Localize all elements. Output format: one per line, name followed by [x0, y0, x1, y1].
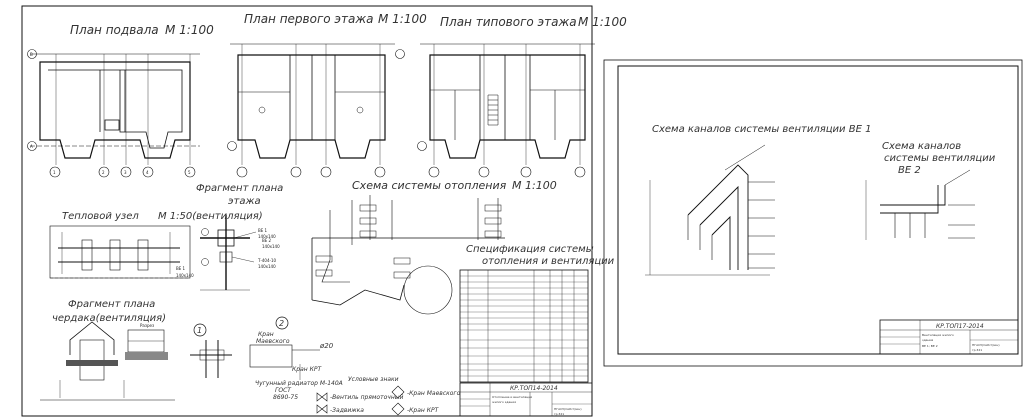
axis-label-a: А	[30, 144, 33, 149]
mayevsky-tap-symbol	[391, 385, 405, 399]
sheet-2-code: КР.ТОП17-2014	[936, 323, 984, 330]
spec-title-line1: Спецификация системы	[466, 244, 594, 255]
kran-mayevskogo-l1: Кран	[258, 331, 274, 338]
detail-1-number: 1	[197, 326, 202, 335]
floor-fragment-drawing	[200, 215, 257, 291]
sheet-2-desc-l3: ВЕ 1; ВЕ 2	[922, 344, 938, 348]
sheet-1: План подвала М 1:100 План первого этажа …	[21, 5, 627, 417]
sheet-1-code: КР.ТОП14-2014	[510, 385, 558, 392]
basement-plan-title: План подвала	[70, 23, 159, 37]
be2-scheme-title-l2: системы вентиляции	[884, 153, 996, 164]
typical-floor-plan	[420, 43, 595, 165]
spec-title-line2: отопления и вентиляции	[482, 256, 615, 267]
sheet-2: Схема каналов системы вентиляции ВЕ 1 Сх…	[603, 59, 1023, 367]
thermal-unit-drawing	[49, 225, 191, 279]
be1-size: 140х140	[258, 234, 276, 239]
radiator-label-l1: Чугунный радиатор М-140А	[255, 380, 343, 387]
sheet-2-title-block	[879, 319, 1019, 355]
detail-2-number: 2	[279, 319, 284, 328]
spec-table	[459, 269, 589, 383]
floor-fragment-title-line1: Фрагмент плана	[196, 183, 283, 194]
sheet-1-border	[21, 5, 593, 417]
first-floor-plan-scale: М 1:100	[378, 12, 427, 26]
radiator-label-l2: ГОСТ	[275, 387, 292, 394]
thermal-unit-scale: М 1:50(вентиляция)	[158, 211, 263, 222]
legend-item-mayevsky: -Кран Маевского	[407, 390, 461, 397]
floor-fragment-title-line2: этажа	[228, 196, 261, 207]
axis-label-1: 1	[53, 170, 56, 175]
be2-size: 140х140	[262, 244, 280, 249]
detail-2-marker	[275, 316, 289, 330]
sheet-1-group: гр.321	[554, 412, 564, 416]
axis-markers: 1 2 3 4 5 В А	[27, 49, 586, 178]
axis-label-2: 2	[102, 170, 105, 175]
pipe-diameter-label: ø20	[319, 342, 334, 350]
axis-label-3: 3	[124, 170, 127, 175]
heating-scheme-title: Схема системы отопления	[352, 179, 507, 192]
legend-title: Условные знаки	[348, 376, 399, 383]
sheet-1-desc-l2: жилого здания	[492, 400, 516, 404]
basement-plan	[30, 53, 200, 165]
heating-scheme-scale: М 1:100	[512, 179, 557, 192]
legend-item-gate: -Задвижка	[330, 407, 364, 414]
first-floor-plan-title: План первого этажа	[244, 12, 374, 26]
be2-scheme-title-l1: Схема каналов	[882, 141, 961, 152]
sheet-2-inner-border	[617, 65, 1019, 355]
attic-fragment-drawing	[40, 321, 175, 401]
sheet-2-desc-l1: Вентиляция жилого	[922, 333, 954, 337]
thermal-unit-title: Тепловой узел	[62, 211, 139, 222]
attic-fragment-title-line1: Фрагмент плана	[68, 299, 155, 310]
radiator-spec: Т-404-10	[257, 258, 277, 263]
be1-left-callout: ВЕ 1	[176, 266, 186, 271]
sheet-1-desc-l1: Отопление и вентиляция	[492, 395, 532, 399]
sheet-2-org: НГАСУ(Сибстрин)	[972, 343, 1000, 347]
radiator-size: 140х140	[258, 264, 276, 269]
legend-item-krt: -Кран КРТ	[407, 407, 440, 414]
gate-valve-symbol	[316, 392, 328, 402]
axis-label-5: 5	[188, 170, 191, 175]
be2-scheme-title-l3: ВЕ 2	[898, 165, 921, 176]
legend-item-valve: -Вентиль прямоточный	[330, 394, 403, 401]
basement-plan-scale: М 1:100	[165, 23, 214, 37]
be2-duct-diagram	[865, 169, 975, 240]
detail-1-drawing	[190, 340, 232, 378]
sheet-2-group: гр.321	[972, 348, 982, 352]
be2-callout: ВЕ 2	[262, 238, 272, 243]
valve-symbol	[316, 404, 328, 414]
sheet-2-desc-l2: здания	[922, 338, 933, 342]
radiator-label-l3: 8690-75	[273, 394, 298, 401]
detail-1-marker	[193, 323, 207, 337]
section-label: Разрез	[140, 323, 154, 328]
be1-left-size: 140х140	[176, 273, 194, 278]
typical-floor-plan-title: План типового этажа	[440, 15, 577, 29]
typical-floor-plan-scale: М 1:100	[578, 15, 627, 29]
axis-label-4: 4	[146, 170, 149, 175]
kran-mayevskogo-l2: Маевского	[256, 338, 290, 345]
krt-tap-symbol	[391, 402, 405, 416]
be1-duct-diagram	[645, 144, 775, 276]
sheet-2-outer-border	[603, 59, 1023, 367]
be1-callout: ВЕ 1	[258, 228, 268, 233]
sheet-1-org: НГАСУ(Сибстрин)	[554, 407, 582, 411]
first-floor-plan	[230, 43, 395, 165]
kran-krt-label: Кран КРТ	[292, 366, 322, 373]
sheet-1-title-block	[459, 382, 593, 417]
heating-scheme-drawing	[311, 195, 505, 315]
detail-2-drawing	[249, 344, 320, 380]
legend-symbols	[316, 385, 405, 416]
attic-fragment-title-line2: чердака(вентиляция)	[52, 313, 166, 324]
axis-label-v: В	[30, 52, 33, 57]
be1-scheme-title: Схема каналов системы вентиляции ВЕ 1	[652, 124, 871, 135]
